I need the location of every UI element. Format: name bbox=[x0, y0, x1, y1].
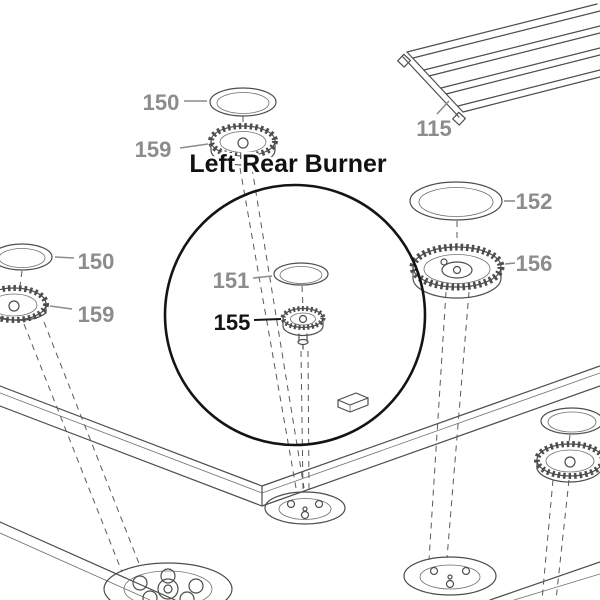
part-label-152: 152 bbox=[516, 189, 553, 214]
burner-base-159-left bbox=[0, 285, 49, 323]
part-label-155: 155 bbox=[214, 310, 251, 335]
burner-base-bottom-right bbox=[534, 441, 600, 483]
mounting-bracket bbox=[337, 392, 369, 413]
burner-cap-151 bbox=[273, 262, 329, 286]
burner-head-155 bbox=[280, 306, 326, 350]
burner-cap-152 bbox=[409, 181, 503, 221]
part-label-115: 115 bbox=[416, 116, 452, 141]
burner-mount-front-left bbox=[103, 562, 233, 600]
burner-cap-150-top bbox=[209, 87, 277, 117]
part-labels: 150 159 115 150 159 151 155 152 156 bbox=[49, 88, 554, 337]
burner-base-156 bbox=[409, 243, 505, 299]
callout-circle bbox=[163, 183, 427, 447]
burner-base-159-top bbox=[208, 123, 278, 166]
burner-mount-left-rear bbox=[264, 491, 346, 525]
part-label-150-top: 150 bbox=[143, 90, 180, 115]
burner-grate-115 bbox=[397, 3, 600, 126]
assembly-leader-lines bbox=[19, 116, 571, 600]
diagram-title: Left Rear Burner bbox=[189, 150, 387, 178]
part-label-156: 156 bbox=[516, 251, 553, 276]
burner-cap-150-left bbox=[0, 243, 53, 271]
burner-mount-right bbox=[403, 556, 497, 596]
cooktop-surface bbox=[0, 365, 600, 600]
part-label-159-left: 159 bbox=[78, 302, 115, 327]
part-label-151: 151 bbox=[213, 268, 250, 293]
burner-cap-bottom-right bbox=[540, 407, 600, 435]
part-label-159-top: 159 bbox=[135, 137, 172, 162]
part-label-150-left: 150 bbox=[78, 249, 115, 274]
